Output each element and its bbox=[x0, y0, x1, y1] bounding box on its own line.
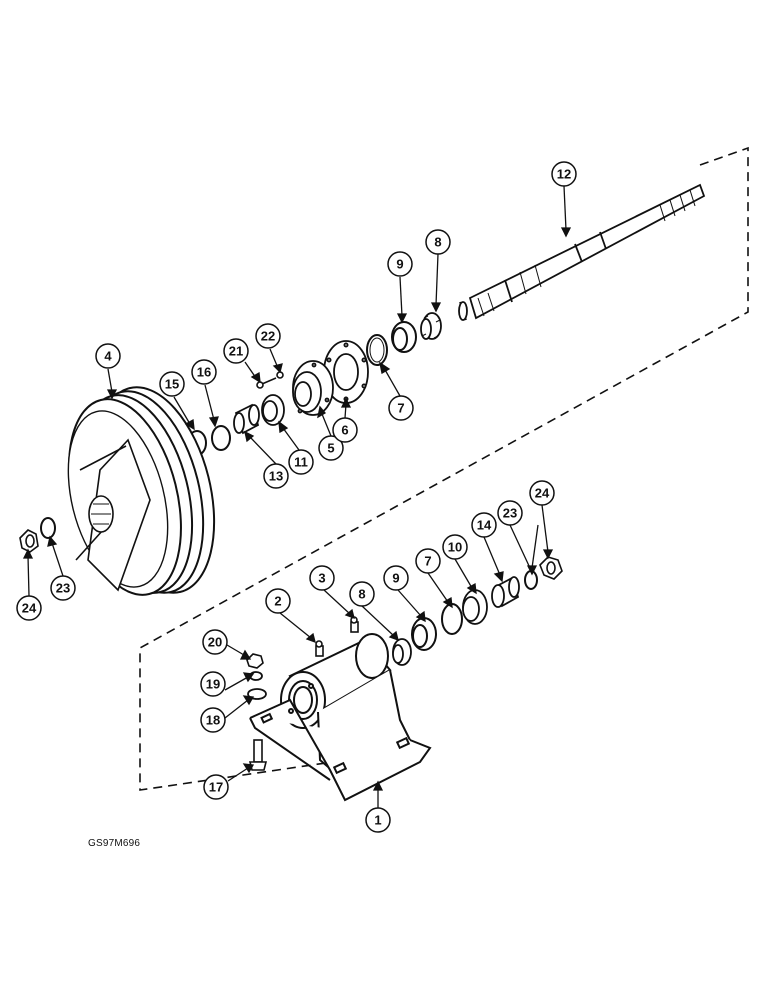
callout-label: 9 bbox=[392, 571, 399, 586]
callout-label: 15 bbox=[165, 377, 179, 392]
callout-label: 3 bbox=[318, 571, 325, 586]
callout-10: 10 bbox=[442, 534, 468, 560]
callout-label: 20 bbox=[208, 635, 222, 650]
callout-label: 1 bbox=[374, 813, 381, 828]
callout-label: 6 bbox=[341, 423, 348, 438]
callout-label: 23 bbox=[56, 581, 70, 596]
callout-19: 19 bbox=[200, 671, 226, 697]
leader-lines bbox=[22, 185, 572, 808]
washer-right bbox=[524, 570, 538, 590]
callout-label: 5 bbox=[327, 441, 334, 456]
callout-label: 24 bbox=[535, 486, 550, 501]
callout-22: 22 bbox=[255, 323, 281, 349]
callout-label: 21 bbox=[229, 344, 243, 359]
callout-23-right: 23 bbox=[497, 500, 523, 526]
callout-13: 13 bbox=[263, 463, 289, 489]
bolt-21 bbox=[256, 377, 277, 389]
callout-23-left: 23 bbox=[50, 575, 76, 601]
nut-left bbox=[19, 529, 39, 553]
callout-6: 6 bbox=[332, 417, 358, 443]
callout-label: 10 bbox=[448, 540, 462, 555]
callout-14: 14 bbox=[471, 512, 497, 538]
bearing-cone-top bbox=[420, 312, 442, 340]
callout-label: 7 bbox=[424, 554, 431, 569]
callout-9-bottom: 9 bbox=[383, 565, 409, 591]
callout-label: 11 bbox=[294, 455, 308, 470]
washer-left bbox=[40, 517, 56, 539]
callout-20: 20 bbox=[202, 629, 228, 655]
callout-label: 17 bbox=[209, 780, 223, 795]
callout-7-top: 7 bbox=[388, 395, 414, 421]
callout-label: 23 bbox=[503, 506, 517, 521]
callout-label: 24 bbox=[22, 601, 37, 616]
callout-24-right: 24 bbox=[529, 480, 555, 506]
callout-11: 11 bbox=[288, 449, 314, 475]
callout-9-top: 9 bbox=[387, 251, 413, 277]
callout-label: 4 bbox=[104, 349, 112, 364]
callout-label: 18 bbox=[206, 713, 220, 728]
v-belt-pulley bbox=[67, 386, 216, 596]
callout-label: 7 bbox=[397, 401, 404, 416]
callout-label: 8 bbox=[434, 235, 441, 250]
assembly-dashed-outline bbox=[139, 146, 749, 791]
figure-reference-code: GS97M696 bbox=[88, 838, 141, 849]
callout-8-bottom: 8 bbox=[349, 581, 375, 607]
callout-label: 8 bbox=[358, 587, 365, 602]
seal-10 bbox=[462, 589, 488, 625]
spacer-14 bbox=[491, 576, 520, 608]
spacer-sleeve bbox=[233, 403, 260, 435]
callout-label: 2 bbox=[274, 594, 281, 609]
callout-label: 9 bbox=[396, 257, 403, 272]
bearing-cup-bottom bbox=[411, 617, 437, 651]
callout-5: 5 bbox=[318, 435, 344, 461]
callout-17: 17 bbox=[203, 774, 229, 800]
washer-16 bbox=[211, 425, 231, 451]
callout-1: 1 bbox=[365, 807, 391, 833]
callout-12: 12 bbox=[551, 161, 577, 187]
snap-ring-bottom bbox=[441, 603, 463, 635]
callout-18: 18 bbox=[200, 707, 226, 733]
gasket-plate bbox=[323, 340, 369, 404]
callout-8-top: 8 bbox=[425, 229, 451, 255]
callout-15: 15 bbox=[159, 371, 185, 397]
bearing-cone-bottom bbox=[392, 638, 412, 666]
callout-label: 13 bbox=[269, 469, 283, 484]
callout-21: 21 bbox=[223, 338, 249, 364]
callout-label: 14 bbox=[477, 518, 492, 533]
nut-20 bbox=[246, 653, 264, 669]
callout-label: 16 bbox=[197, 365, 211, 380]
bearing-support-bracket bbox=[249, 633, 432, 802]
snap-ring-top bbox=[366, 334, 388, 366]
callout-24-left: 24 bbox=[16, 595, 42, 621]
grease-fitting-3 bbox=[350, 616, 359, 633]
callout-label: 22 bbox=[261, 329, 275, 344]
callout-4: 4 bbox=[95, 343, 121, 369]
callout-2: 2 bbox=[265, 588, 291, 614]
callout-3: 3 bbox=[309, 565, 335, 591]
bearing-cup-top bbox=[391, 321, 417, 353]
callout-label: 12 bbox=[557, 167, 571, 182]
shaft bbox=[458, 183, 706, 321]
callout-16: 16 bbox=[191, 359, 217, 385]
grease-fitting-2 bbox=[315, 640, 324, 657]
bearing-housing-flange bbox=[292, 360, 334, 416]
nut-right bbox=[539, 556, 563, 580]
oil-seal bbox=[261, 394, 285, 426]
callout-label: 19 bbox=[206, 677, 220, 692]
callout-7-bottom: 7 bbox=[415, 548, 441, 574]
